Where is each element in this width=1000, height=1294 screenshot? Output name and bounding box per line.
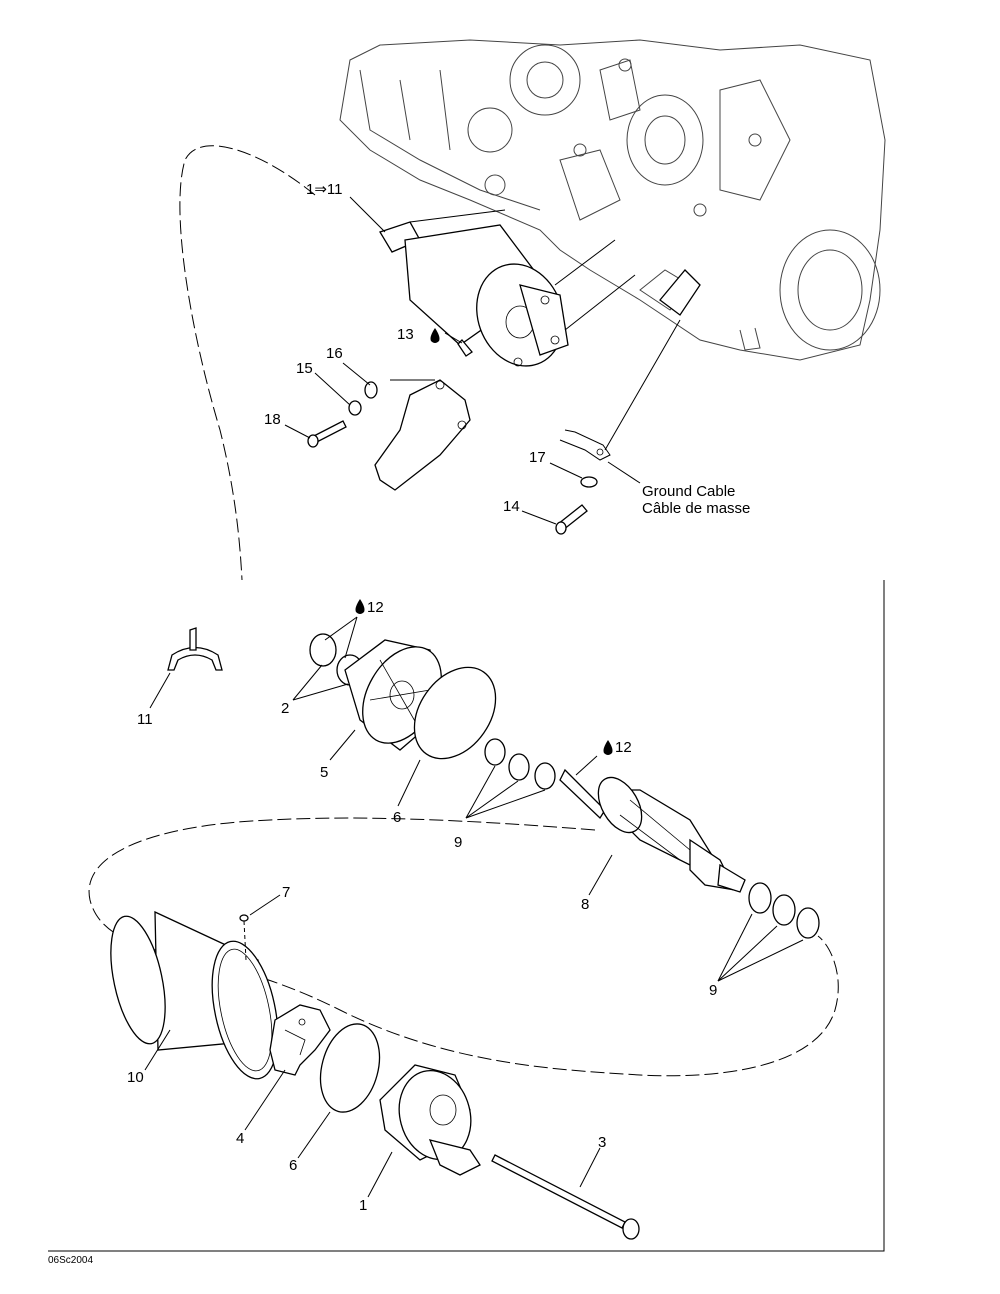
flat-washer-15 (348, 400, 362, 416)
label-13: 13 (397, 326, 414, 343)
screw-14 (555, 504, 588, 535)
washers-9-lower (748, 882, 820, 939)
label-2: 2 (281, 700, 289, 717)
label-10: 10 (127, 1069, 144, 1086)
label-12-top: 12 (367, 599, 384, 616)
label-17: 17 (529, 449, 546, 466)
label-starter-assembly: 1⇒11 (306, 181, 342, 198)
label-12-armature: 12 (615, 739, 632, 756)
lower-frame-border (48, 580, 885, 1252)
label-3: 3 (598, 1134, 606, 1151)
engine-block-outline (339, 39, 886, 361)
o-ring-6-upper (413, 666, 497, 760)
label-8: 8 (581, 896, 589, 913)
bolt-18 (307, 420, 347, 448)
label-11: 11 (137, 711, 153, 728)
figure-code: 06Sc2004 (48, 1255, 93, 1266)
oil-drop-icon (430, 328, 440, 343)
ground-cable-label-en: Ground Cable (642, 483, 735, 500)
label-6-lower: 6 (289, 1157, 297, 1174)
assembly-link-dashed (179, 145, 316, 581)
label-9-upper: 9 (454, 834, 462, 851)
armature-link-dashed (88, 817, 839, 1077)
end-cover-1 (379, 1064, 481, 1176)
label-4: 4 (236, 1130, 244, 1147)
ground-cable (559, 269, 701, 461)
washer-17 (580, 476, 598, 488)
leader-lines (144, 196, 804, 1198)
o-ring-6-lower (319, 1023, 381, 1113)
brush-clip-11 (167, 627, 223, 671)
lock-washer-16 (364, 381, 378, 399)
brush-holder-4 (269, 1004, 331, 1076)
pin-7 (239, 914, 249, 922)
label-14: 14 (503, 498, 520, 515)
label-18: 18 (264, 411, 281, 428)
ground-cable-label-fr: Câble de masse (642, 500, 750, 517)
screw-13 (457, 339, 473, 357)
armature-8 (559, 768, 746, 893)
label-6-upper: 6 (393, 809, 401, 826)
label-15: 15 (296, 360, 313, 377)
oil-drop-icon (355, 599, 365, 614)
label-9-lower: 9 (709, 982, 717, 999)
label-5: 5 (320, 764, 328, 781)
yoke-housing-10 (110, 910, 279, 1080)
oil-drop-icon (603, 740, 613, 755)
starter-motor-assembly (379, 209, 636, 367)
label-1: 1 (359, 1197, 367, 1214)
mounting-bracket (374, 379, 471, 491)
label-7: 7 (282, 884, 290, 901)
through-bolt-3 (491, 1154, 640, 1240)
washers-9-upper (484, 738, 556, 790)
label-16: 16 (326, 345, 343, 362)
